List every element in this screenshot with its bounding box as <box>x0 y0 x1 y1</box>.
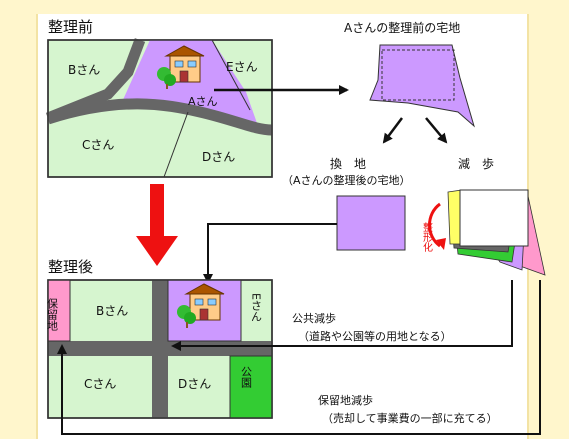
before-label-b: Bさん <box>68 63 100 77</box>
genbu-arrow <box>425 117 448 144</box>
before-e-boundary <box>211 39 251 111</box>
after-label-e: Eさん <box>250 293 263 322</box>
seibika-arrowhead <box>436 238 446 250</box>
public-reduction-arrow <box>171 280 513 351</box>
before-cd-boundary <box>163 111 189 178</box>
reserve-reduction-note: （売却して事業費の一部に充てる） <box>322 411 498 425</box>
after-map: 保留地 Bさん Eさん Cさん Dさん 公園 <box>46 279 273 419</box>
a-before-lot <box>369 44 475 128</box>
fan-top-card <box>459 189 529 247</box>
after-label-b: Bさん <box>96 304 128 318</box>
tree-icon-after <box>177 305 196 328</box>
reduction-fan <box>447 189 546 276</box>
kanchi-label: 換 地 <box>330 157 366 171</box>
before-road-curve <box>46 98 273 136</box>
kanchi-arrow <box>382 117 403 144</box>
before-label-c: Cさん <box>82 138 114 152</box>
reserve-reduction-title: 保留地減歩 <box>318 393 373 407</box>
after-label-reserve: 保留地 <box>46 297 59 331</box>
kanchi-return-arrow <box>203 223 337 284</box>
a-after-lot <box>336 195 406 251</box>
house-icon <box>164 45 205 83</box>
before-label-e: Eさん <box>226 60 258 74</box>
seibika-label: 整形化 <box>421 221 433 252</box>
after-label-d: Dさん <box>178 377 211 391</box>
genbu-label: 減 歩 <box>458 156 494 171</box>
down-arrow <box>136 184 178 266</box>
after-label-c: Cさん <box>84 377 116 391</box>
tree-icon <box>157 67 176 89</box>
public-reduction-note: （道路や公園等の用地となる） <box>298 329 452 343</box>
a-before-label: Aさんの整理前の宅地 <box>344 20 460 35</box>
a-before-dashed-outline <box>381 49 455 101</box>
before-label-d: Dさん <box>202 150 235 164</box>
before-heading: 整理前 <box>48 18 93 36</box>
before-map: Bさん Eさん Aさん Cさん Dさん <box>45 38 273 178</box>
after-park-parcel <box>229 355 273 419</box>
before-label-a: Aさん <box>188 95 218 108</box>
reserve-reduction-arrow <box>57 280 541 435</box>
a-after-label: （Aさんの整理後の宅地） <box>282 173 411 187</box>
seibika-arrow <box>428 202 441 248</box>
after-heading: 整理後 <box>48 258 93 276</box>
after-label-park: 公園 <box>240 366 253 389</box>
after-road-horizontal <box>48 341 272 356</box>
public-reduction-title: 公共減歩 <box>292 311 336 325</box>
